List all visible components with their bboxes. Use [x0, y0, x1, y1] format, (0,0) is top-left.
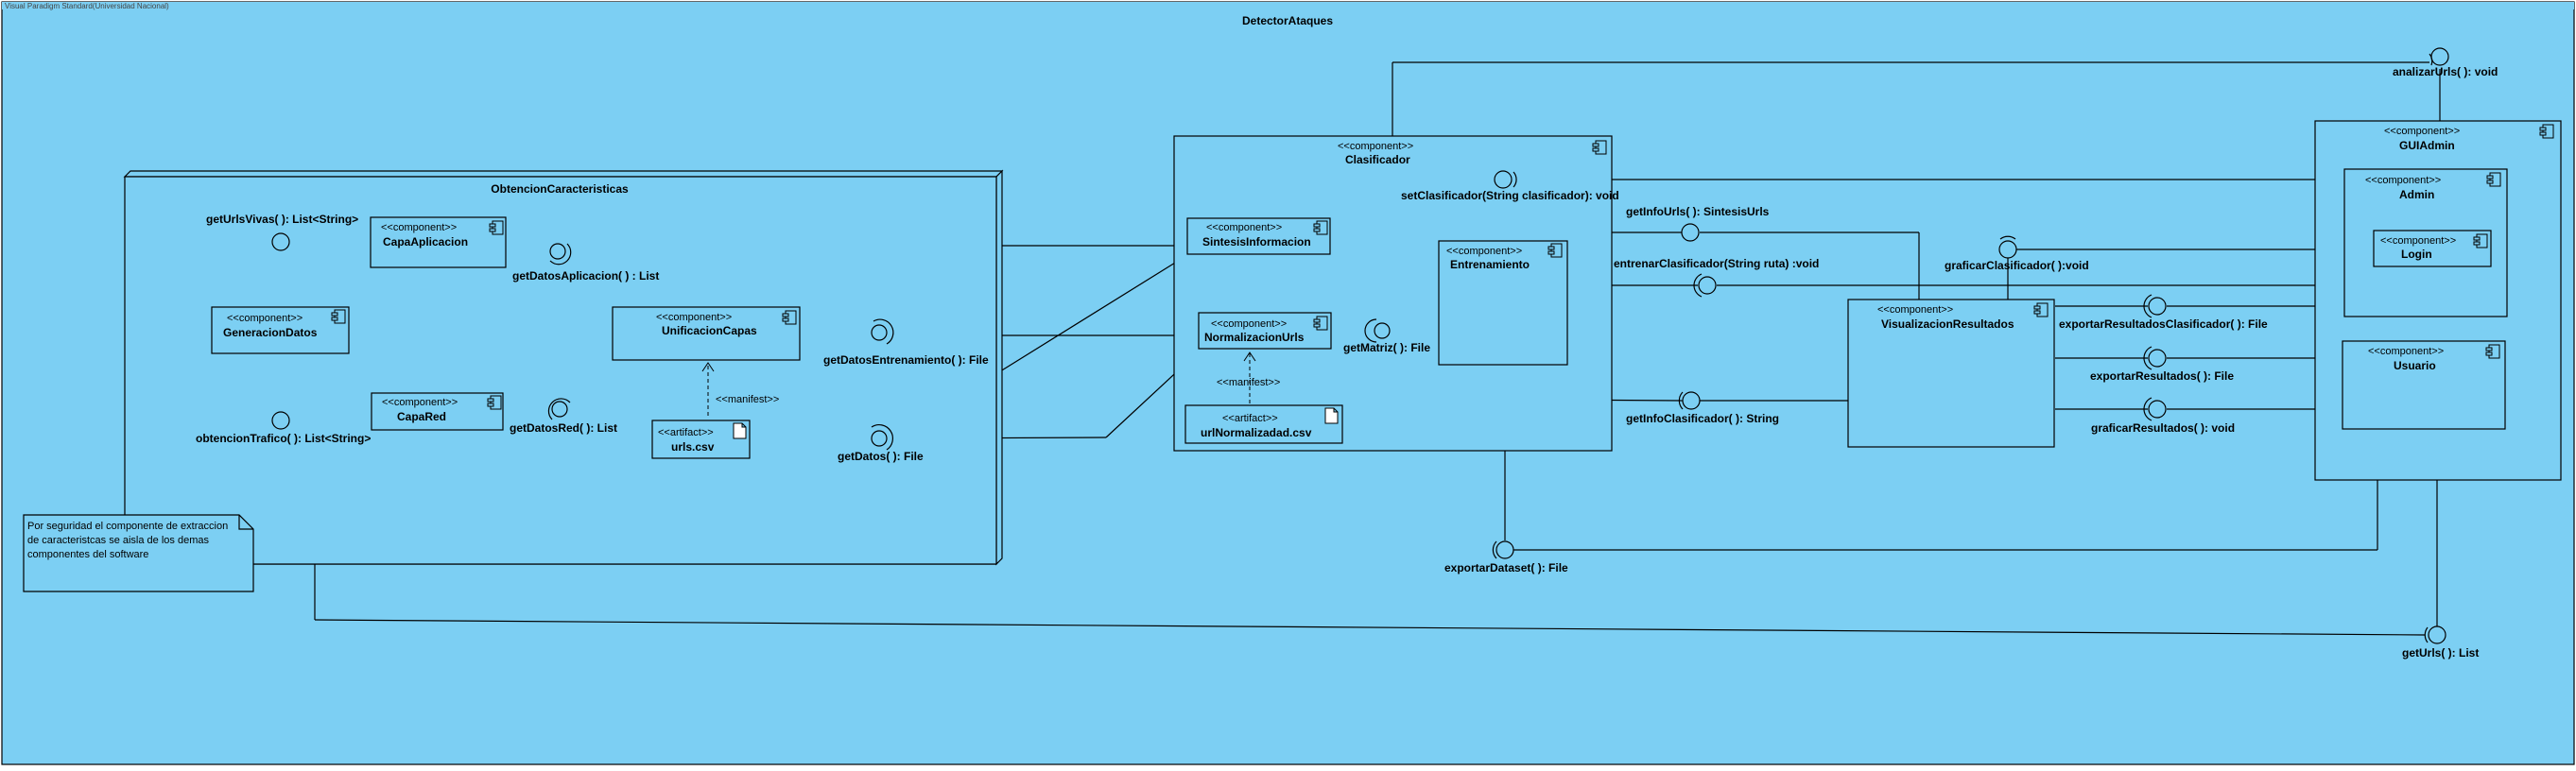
note-seguridad: Por seguridad el componente de extraccio… [23, 514, 254, 592]
component-label: Usuario [2394, 359, 2436, 372]
manifest-label: <<manifest>> [716, 394, 779, 405]
component-capa-aplicacion[interactable]: <<component>> CapaAplicacion [370, 216, 507, 268]
component-label: UnificacionCapas [662, 324, 757, 337]
interface-label: exportarDataset( ): File [1444, 561, 1568, 574]
interface-label: getDatos( ): File [838, 450, 924, 463]
component-capa-red[interactable]: <<component>> CapaRed [371, 392, 504, 431]
interface-label: getUrlsVivas( ): List<String> [206, 213, 358, 226]
interface-get-matriz[interactable]: getMatriz( ): File [1343, 318, 1430, 354]
interface-get-datos-aplicacion[interactable]: getDatosAplicacion( ) : List [512, 243, 659, 283]
interface-get-info-clasificador[interactable]: getInfoClasificador( ): String [1626, 391, 1779, 425]
component-generacion-datos[interactable]: <<component>> GeneracionDatos [211, 306, 350, 354]
stereotype-label: <<component>> [381, 222, 457, 233]
component-label: Clasificador [1345, 153, 1410, 166]
interface-label: getInfoClasificador( ): String [1626, 412, 1779, 425]
artifact-label: urlNormalizadad.csv [1201, 426, 1312, 439]
component-entrenamiento[interactable]: <<component>> Entrenamiento [1438, 240, 1568, 366]
interface-obtencion-trafico[interactable]: obtencionTrafico( ): List<String> [196, 411, 371, 445]
interface-exportar-dataset[interactable]: exportarDataset( ): File [1444, 540, 1568, 574]
note-line-1: Por seguridad el componente de extraccio… [27, 521, 228, 532]
component-label: GUIAdmin [2399, 139, 2455, 152]
interface-entrenar-clasificador[interactable]: entrenarClasificador(String ruta) :void [1614, 257, 1819, 298]
interface-get-urls-vivas[interactable]: getUrlsVivas( ): List<String> [206, 213, 358, 251]
interface-label: graficarResultados( ): void [2091, 421, 2235, 435]
component-label: CapaRed [397, 410, 446, 423]
interface-label: getMatriz( ): File [1343, 341, 1430, 354]
component-login[interactable]: <<component>> Login [2373, 230, 2492, 267]
interface-graficar-clasificador[interactable]: graficarClasificador( ):void [1945, 235, 2089, 272]
stereotype-label: <<artifact>> [658, 427, 714, 438]
artifact-label: urls.csv [671, 440, 715, 454]
interface-get-datos[interactable]: getDatos( ): File [838, 423, 924, 463]
component-label: SintesisInformacion [1202, 235, 1311, 248]
interface-label: getDatosRed( ): List [510, 421, 617, 435]
component-unificacion-capas[interactable]: <<component>> UnificacionCapas [612, 306, 801, 361]
stereotype-label: <<component>> [2365, 175, 2441, 186]
stereotype-label: <<component>> [382, 397, 458, 408]
interface-get-datos-red[interactable]: getDatosRed( ): List [510, 398, 617, 435]
note-line-2: de caracteristcas se aisla de los demas [27, 535, 209, 546]
component-normalizacion-urls[interactable]: <<component>> NormalizacionUrls [1198, 312, 1332, 350]
artifact-icon [1324, 407, 1339, 424]
stereotype-label: <<component>> [656, 312, 732, 323]
interface-label: entrenarClasificador(String ruta) :void [1614, 257, 1819, 270]
interface-get-urls[interactable]: getUrls( ): List [2402, 625, 2479, 660]
package-title: ObtencionCaracteristicas [491, 182, 629, 196]
interface-label: getInfoUrls( ): SintesisUrls [1626, 205, 1770, 218]
note-line-3: componentes del software [27, 549, 148, 560]
stereotype-label: <<component>> [1877, 304, 1953, 316]
component-usuario[interactable]: <<component>> Usuario [2342, 340, 2506, 430]
artifact-icon [733, 422, 747, 439]
system-title: DetectorAtaques [1242, 14, 1333, 27]
stereotype-label: <<component>> [2380, 235, 2456, 247]
interface-label: getDatosAplicacion( ) : List [512, 269, 659, 283]
manifest-label: <<manifest>> [1217, 377, 1280, 388]
interface-set-clasificador[interactable]: setClasificador(String clasificador): vo… [1401, 170, 1619, 202]
interface-label: analizarUrls( ): void [2393, 65, 2498, 78]
stereotype-label: <<component>> [1338, 141, 1413, 152]
component-sintesis-informacion[interactable]: <<component>> SintesisInformacion [1186, 217, 1331, 255]
stereotype-label: <<component>> [2368, 346, 2444, 357]
interface-label: getUrls( ): List [2402, 646, 2479, 660]
interface-label: exportarResultados( ): File [2090, 369, 2234, 383]
stereotype-label: <<component>> [1211, 318, 1287, 330]
interface-get-info-urls[interactable]: getInfoUrls( ): SintesisUrls [1626, 205, 1770, 242]
stereotype-label: <<component>> [1206, 222, 1282, 233]
component-label: CapaAplicacion [383, 235, 468, 248]
component-label: NormalizacionUrls [1204, 331, 1305, 344]
stereotype-label: <<component>> [2384, 126, 2460, 137]
package-obtencion-caracteristicas: ObtencionCaracteristicas [123, 169, 1004, 566]
interface-label: graficarClasificador( ):void [1945, 259, 2089, 272]
interface-analizar-urls[interactable]: analizarUrls( ): void [2393, 47, 2498, 78]
interface-label: obtencionTrafico( ): List<String> [196, 432, 371, 445]
interface-exportar-resultados-clasificador[interactable]: exportarResultadosClasificador( ): File [2059, 294, 2268, 331]
component-label: Login [2401, 248, 2432, 261]
stereotype-label: <<component>> [1446, 246, 1522, 257]
watermark-text: Visual Paradigm Standard(Universidad Nac… [5, 2, 169, 10]
interface-exportar-resultados[interactable]: exportarResultados( ): File [2090, 346, 2234, 383]
stereotype-label: <<artifact>> [1222, 413, 1278, 424]
component-label: VisualizacionResultados [1881, 317, 2014, 331]
component-label: Admin [2399, 188, 2434, 201]
interface-get-datos-entrenamiento[interactable]: getDatosEntrenamiento( ): File [823, 318, 989, 367]
component-visualizacion-resultados[interactable]: <<component>> VisualizacionResultados [1847, 299, 2055, 448]
component-label: Entrenamiento [1450, 258, 1530, 271]
interface-label: getDatosEntrenamiento( ): File [823, 353, 989, 367]
artifact-url-normalizada-csv[interactable]: <<manifest>> <<artifact>> urlNormalizada… [1184, 351, 1343, 444]
interface-graficar-resultados[interactable]: graficarResultados( ): void [2091, 397, 2235, 435]
stereotype-label: <<component>> [227, 313, 303, 324]
component-label: GeneracionDatos [223, 326, 318, 339]
interface-label: setClasificador(String clasificador): vo… [1401, 189, 1619, 202]
artifact-urls-csv[interactable]: <<manifest>> <<artifact>> urls.csv [651, 362, 779, 459]
interface-label: exportarResultadosClasificador( ): File [2059, 317, 2268, 331]
